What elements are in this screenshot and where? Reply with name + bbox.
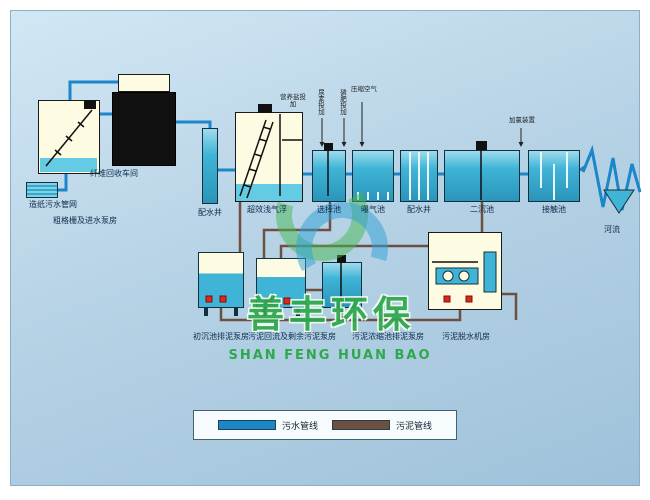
label-sludge-return-pump-house: 污泥回流及剩余污泥泵房 [248,332,336,341]
daf-drive-motor [258,104,272,113]
distribution-well-weirs [409,152,429,200]
clarifier-scraper [476,141,487,200]
label-fiber-recovery: 纤维回收车间 [90,169,138,178]
label-dist-well-2: 配水井 [407,205,431,214]
pump-units [205,295,473,305]
river-pond-symbol [603,189,635,214]
river-line [581,144,642,211]
label-primary-sludge-pump-house: 初沉池排泥泵房 [193,332,249,341]
sludge-line-swatch [332,420,390,430]
label-thickener-pump-house: 污泥浓缩池排泥泵房 [352,332,424,341]
daf-internals [236,104,302,201]
annotation-dosing-b: 尿素投加 [316,89,325,115]
distribution-well-1 [202,128,218,204]
label-source: 造纸污水管网 [29,200,77,209]
brand-name-english: SHAN FENG HUAN BAO [228,348,432,363]
annotation-dosing-a: 营养盐投加 [280,93,306,109]
label-secondary-clarifier: 二沉池 [470,205,494,214]
label-river: 河流 [604,225,620,234]
label-contact-tank: 接触池 [542,205,566,214]
annotation-dosing-c: 磷肥投加 [338,89,347,115]
brand-name-chinese: 善丰环保 [247,293,415,336]
label-dewatering-house: 污泥脱水机房 [442,332,490,341]
dosing-arrows [319,102,524,147]
support-legs [204,308,300,316]
control-cabinet [483,251,497,293]
label-screen-pump: 粗格栅及进水泵房 [53,216,117,225]
contact-tank-baffles [540,152,568,200]
annotation-air-supply: 压缩空气 [351,85,377,93]
belt-press-machine [432,251,497,293]
pipeline-legend: 污水管线 污泥管线 [193,410,457,440]
selector-mixer [324,143,333,196]
label-daf: 超效浅气浮 [247,205,287,214]
screen-drive-motor [84,100,96,109]
fiber-recovery-building [112,92,176,166]
sludge-line-label: 污泥管线 [396,421,433,432]
screen-tank-internals [40,100,97,172]
wastewater-source-box [26,182,58,198]
legend-item-sewage: 污水管线 [217,419,318,432]
label-dist-well-1: 配水井 [198,208,222,217]
secondary-clarifier [444,150,520,202]
fiber-recovery-roof [118,74,170,92]
aeration-diffusers [357,192,389,200]
sewage-line-label: 污水管线 [281,421,318,432]
annotation-chlorine: 加氯装置 [509,116,535,124]
legend-item-sludge: 污泥管线 [332,419,432,432]
sewage-line-swatch [217,420,276,430]
